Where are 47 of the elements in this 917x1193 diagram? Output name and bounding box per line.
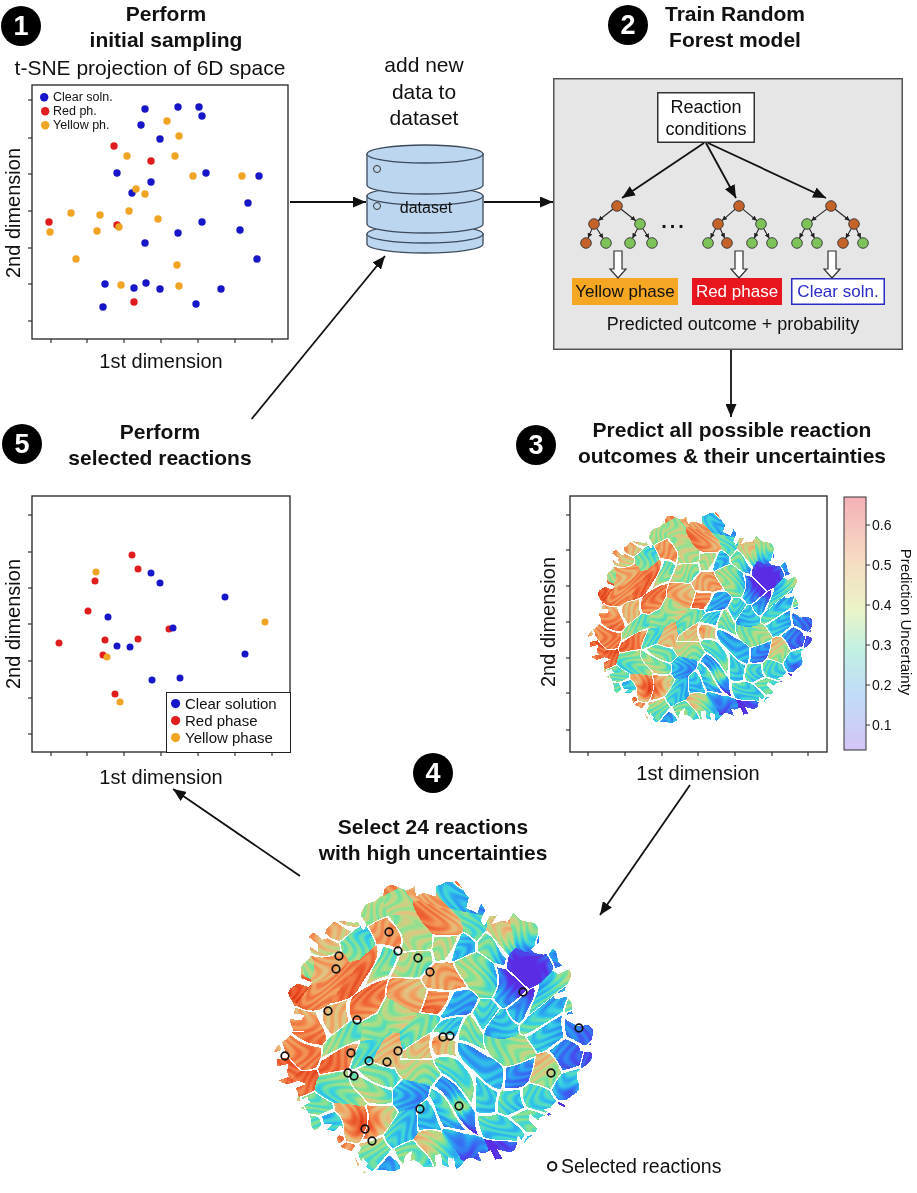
step-number-badge: 2 bbox=[608, 5, 648, 45]
arrow bbox=[621, 142, 705, 199]
arrow bbox=[483, 196, 554, 208]
block-arrow bbox=[608, 250, 628, 279]
step-heading: Train Random Forest model bbox=[665, 1, 805, 53]
model-panel bbox=[553, 78, 903, 350]
step-number-badge: 3 bbox=[516, 425, 556, 465]
decision-tree-icon bbox=[789, 198, 871, 251]
annotation-text: add new data to dataset bbox=[384, 52, 464, 131]
colorbar-title: Prediction Uncertainty bbox=[897, 548, 915, 696]
label-box: Reaction conditions bbox=[657, 92, 755, 143]
step-heading: Select 24 reactions with high uncertainties bbox=[318, 814, 548, 866]
ellipsis: ... bbox=[661, 209, 687, 233]
tick-label: 0.1 bbox=[872, 716, 892, 734]
outcome-tag: Clear soln. bbox=[791, 278, 885, 305]
outcome-tag: Red phase bbox=[692, 278, 782, 305]
tick-label: 0.2 bbox=[872, 676, 892, 694]
plot-title: t-SNE projection of 6D space bbox=[14, 54, 286, 80]
step-number-badge: 1 bbox=[1, 6, 41, 46]
decision-tree-icon bbox=[578, 198, 660, 251]
axis-title: 2nd dimension bbox=[1, 147, 25, 279]
tick-label: 0.5 bbox=[872, 556, 892, 574]
axis-title: 2nd dimension bbox=[1, 558, 25, 690]
arrow bbox=[725, 349, 737, 418]
arrow bbox=[599, 784, 691, 916]
axis-title: 2nd dimension bbox=[536, 556, 560, 688]
tick-label: 0.6 bbox=[872, 516, 892, 534]
panel-caption: Predicted outcome + probability bbox=[606, 314, 860, 336]
block-arrow bbox=[729, 250, 749, 279]
axis-title: 1st dimension bbox=[99, 765, 223, 789]
step-number-badge: 5 bbox=[2, 424, 42, 464]
arrow bbox=[172, 788, 301, 877]
arrow bbox=[707, 142, 827, 199]
axis-title: 1st dimension bbox=[636, 761, 760, 785]
step-heading: Predict all possible reaction outcomes & their uncertainties bbox=[577, 417, 887, 469]
decision-tree-icon bbox=[700, 198, 780, 251]
step-number-badge: 4 bbox=[413, 753, 453, 793]
arrow bbox=[250, 255, 386, 420]
outcome-tag: Yellow phase bbox=[572, 278, 678, 305]
arrow bbox=[289, 196, 367, 208]
arrow bbox=[705, 142, 737, 199]
cylinder-label: dataset bbox=[399, 198, 453, 218]
legend-label: Selected reactions bbox=[561, 1154, 722, 1178]
block-arrow bbox=[822, 250, 842, 279]
tick-label: 0.4 bbox=[872, 596, 892, 614]
step-heading: Perform initial sampling bbox=[89, 1, 243, 53]
tick-label: 0.3 bbox=[872, 636, 892, 654]
